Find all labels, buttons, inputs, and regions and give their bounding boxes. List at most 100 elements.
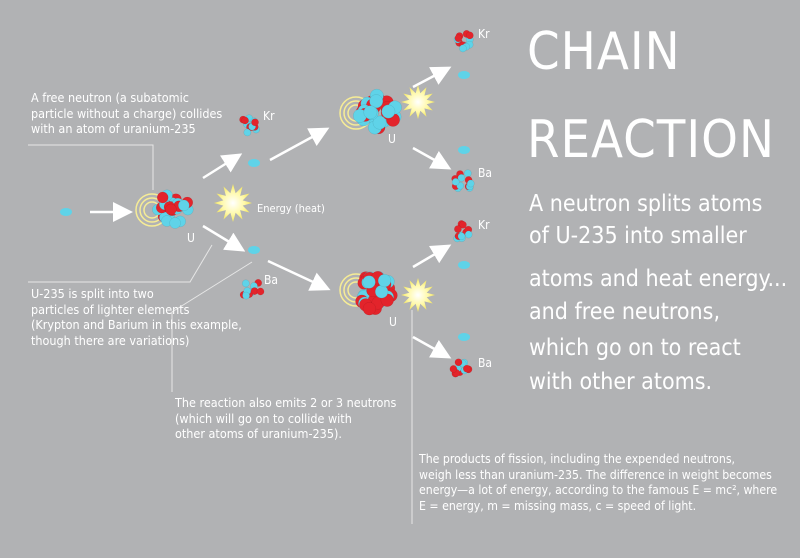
arrow-top-ba bbox=[412, 146, 452, 170]
nucleus-u-top bbox=[352, 88, 402, 135]
label-u: U bbox=[388, 132, 396, 146]
label-energy: Energy (heat) bbox=[257, 202, 325, 215]
note-line: particle without a charge) collides bbox=[31, 105, 223, 121]
free-neutron bbox=[458, 71, 470, 79]
nucleon bbox=[449, 365, 458, 373]
label-kr: Kr bbox=[478, 218, 490, 232]
note-line: (which will go on to collide with bbox=[175, 410, 352, 426]
nucleus-u-bottom bbox=[355, 271, 398, 316]
note-neutron: A free neutron (a subatomic particle wit… bbox=[31, 90, 222, 137]
nucleon bbox=[466, 179, 475, 188]
callout-line-emits bbox=[171, 261, 253, 392]
arrow-bottom-kr bbox=[412, 244, 452, 269]
nucleus-kr-bottom bbox=[453, 220, 473, 243]
nucleon bbox=[465, 31, 474, 40]
arrow-down-chain bbox=[267, 259, 331, 291]
label-ba: Ba bbox=[264, 273, 279, 287]
nucleus-u-first bbox=[152, 189, 194, 229]
title-line-1: CHAIN bbox=[527, 22, 681, 82]
callout-line-split bbox=[28, 244, 213, 283]
note-line: U-235 is split into two bbox=[31, 286, 154, 301]
nucleus-ba-bottom bbox=[449, 358, 473, 378]
subtitle-line: of U-235 into smaller bbox=[529, 223, 747, 249]
note-line: with an atom of uranium-235 bbox=[31, 121, 196, 136]
nucleon bbox=[454, 34, 463, 43]
nucleus-ba-top bbox=[451, 169, 475, 193]
nucleon bbox=[362, 302, 377, 316]
nucleon bbox=[362, 275, 376, 289]
nucleon bbox=[454, 225, 462, 233]
label-ba: Ba bbox=[478, 166, 493, 180]
note-line: A free neutron (a subatomic bbox=[31, 90, 189, 105]
note-line: The products of fission, including the e… bbox=[419, 452, 736, 466]
nucleon bbox=[156, 191, 169, 204]
note-line: (Krypton and Barium in this example, bbox=[31, 317, 242, 332]
subtitle-line: with other atoms. bbox=[529, 369, 713, 395]
nucleon bbox=[457, 174, 466, 182]
nucleon bbox=[243, 128, 252, 137]
label-kr: Kr bbox=[263, 109, 275, 123]
nucleon bbox=[454, 358, 463, 367]
nucleon bbox=[381, 104, 396, 119]
free-neutron bbox=[458, 146, 470, 154]
energy-burst-icon bbox=[401, 278, 435, 312]
note-line: energy—a lot of energy, according to the… bbox=[419, 483, 778, 497]
subtitle-line: and free neutrons, bbox=[529, 299, 721, 325]
label-u: U bbox=[187, 231, 195, 245]
nucleon bbox=[369, 94, 384, 109]
callout-line-neutron bbox=[28, 144, 154, 190]
nucleon bbox=[459, 44, 467, 53]
nucleon bbox=[451, 178, 460, 186]
note-line: other atoms of uranium-235). bbox=[175, 426, 342, 441]
free-neutron bbox=[60, 208, 72, 216]
nucleus-kr-first bbox=[239, 114, 260, 137]
nucleon bbox=[464, 230, 473, 239]
arrow-to-ba bbox=[202, 224, 246, 252]
note-line: E = energy, m = missing mass, c = speed … bbox=[419, 498, 697, 513]
nucleon bbox=[372, 115, 387, 130]
title-line-2: REACTION bbox=[527, 110, 775, 170]
note-line: weigh less than uranium-235. The differe… bbox=[419, 467, 772, 482]
free-neutron bbox=[248, 246, 260, 254]
subtitle-line: atoms and heat energy... bbox=[529, 266, 788, 292]
free-neutron bbox=[458, 261, 470, 269]
note-emits: The reaction also emits 2 or 3 neutrons … bbox=[175, 395, 396, 442]
reaction-arrows bbox=[90, 66, 452, 359]
nucleon bbox=[241, 116, 249, 125]
arrow-bottom-ba bbox=[412, 335, 452, 359]
arrow-to-kr bbox=[202, 153, 243, 180]
nucleon bbox=[463, 169, 472, 178]
label-u: U bbox=[389, 315, 397, 329]
free-neutron bbox=[248, 159, 260, 167]
nucleon bbox=[165, 203, 177, 216]
nucleon bbox=[169, 217, 181, 229]
nucleon bbox=[241, 279, 250, 288]
arrow-up-chain bbox=[269, 127, 330, 162]
nucleon bbox=[374, 285, 389, 299]
note-line: particles of lighter elements bbox=[31, 301, 190, 317]
nucleon bbox=[377, 273, 392, 288]
nucleus-kr-top bbox=[453, 30, 474, 53]
free-neutron bbox=[458, 333, 470, 341]
free-neutrons bbox=[60, 71, 470, 341]
nucleon bbox=[178, 199, 190, 212]
nucleon bbox=[242, 291, 250, 300]
note-line: though there are variations) bbox=[31, 332, 190, 348]
nucleon bbox=[457, 232, 466, 241]
nucleon bbox=[363, 105, 378, 120]
label-ba: Ba bbox=[478, 356, 493, 370]
energy-bursts bbox=[214, 85, 435, 312]
nucleon bbox=[462, 364, 471, 373]
arrow-top-kr bbox=[412, 66, 452, 89]
nucleon bbox=[459, 220, 467, 229]
subtitle-line: which go on to react bbox=[529, 335, 741, 361]
note-products: The products of fission, including the e… bbox=[419, 452, 777, 514]
callout-lines bbox=[28, 144, 413, 524]
nucleon bbox=[251, 118, 259, 127]
energy-burst-icon bbox=[214, 184, 252, 222]
nucleon bbox=[256, 287, 265, 296]
note-line: The reaction also emits 2 or 3 neutrons bbox=[175, 395, 397, 410]
subtitle-line: A neutron splits atoms bbox=[529, 191, 763, 217]
note-split: U-235 is split into two particles of lig… bbox=[31, 286, 242, 348]
